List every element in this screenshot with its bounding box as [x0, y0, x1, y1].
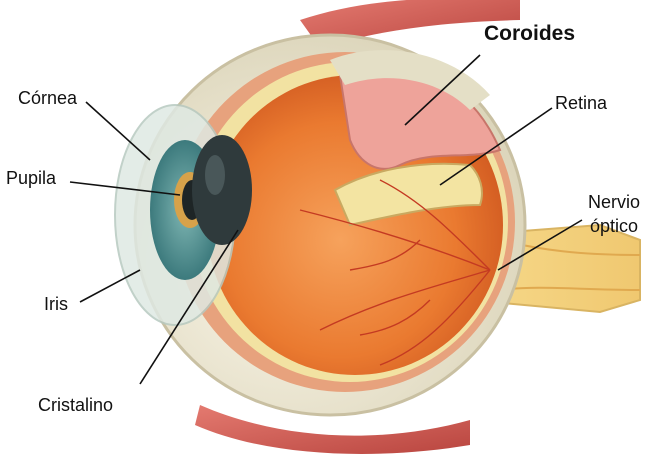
pointer-lines: [69, 54, 583, 385]
label-retina: Retina: [555, 93, 608, 113]
blood-vessels: [299, 179, 491, 366]
label-coroides: Coroides: [484, 22, 576, 45]
muscle-bottom: [195, 405, 470, 454]
label-cornea: Córnea: [18, 88, 78, 108]
lens: [192, 135, 252, 245]
label-cristalino: Cristalino: [38, 395, 114, 415]
label-nervio-line1: Nervio: [588, 192, 641, 212]
label-nervio-line2: óptico: [590, 216, 639, 236]
cutaway-sclera: [330, 50, 490, 110]
label-iris: Iris: [44, 294, 68, 314]
cutaway-retina: [333, 162, 483, 227]
label-pupila: Pupila: [6, 168, 57, 188]
